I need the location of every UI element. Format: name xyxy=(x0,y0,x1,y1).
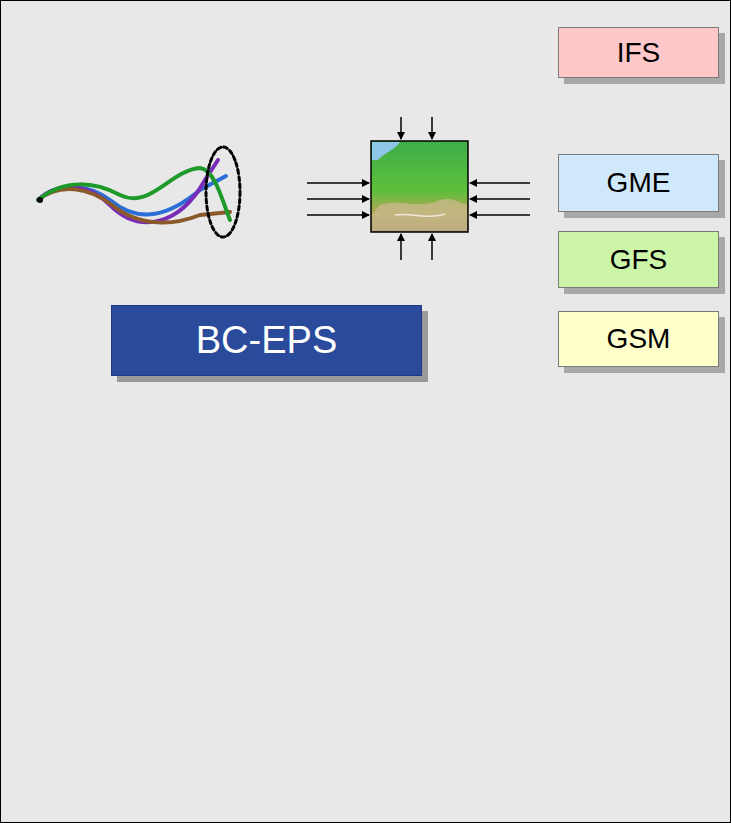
trajectory-curves xyxy=(37,147,240,237)
model-box: GME xyxy=(558,154,719,212)
model-box: IFS xyxy=(558,27,719,78)
box-label: BC-EPS xyxy=(196,319,337,362)
box-label: GME xyxy=(607,167,671,199)
boundary-arrows xyxy=(307,117,530,260)
box-label: GSM xyxy=(607,323,671,355)
model-box: GSM xyxy=(558,311,719,367)
title-box: BC-EPS xyxy=(111,305,422,376)
model-box: GFS xyxy=(558,231,719,288)
box-label: IFS xyxy=(617,37,661,69)
box-label: GFS xyxy=(610,244,668,276)
domain-map xyxy=(371,141,468,232)
